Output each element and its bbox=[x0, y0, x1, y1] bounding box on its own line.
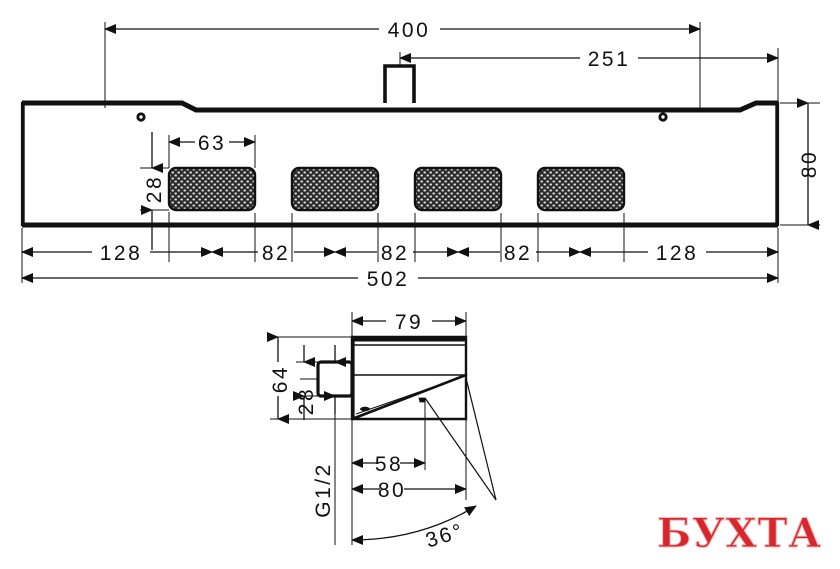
dim-28-side: 28 bbox=[293, 345, 318, 420]
dim-251: 251 bbox=[399, 48, 779, 71]
dim-251-label: 251 bbox=[588, 48, 631, 71]
dim-80-side-label: 80 bbox=[378, 479, 406, 502]
screw-hole-right bbox=[658, 112, 668, 122]
dim-28-side-label: 28 bbox=[295, 387, 318, 415]
dim-64: 64 bbox=[267, 332, 292, 424]
spray-angle-leaders bbox=[424, 377, 497, 501]
dim-63-label: 63 bbox=[198, 132, 226, 155]
side-view-body bbox=[350, 335, 468, 421]
thread-label-g12: G1/2 bbox=[312, 462, 335, 518]
dim-79: 79 bbox=[351, 311, 467, 334]
dim-chain-bottom: 128 82 82 82 128 bbox=[21, 242, 779, 265]
dim-28-front: 28 bbox=[141, 132, 166, 250]
dim-36-degree-label: 36° bbox=[423, 519, 467, 552]
dim-502: 502 bbox=[21, 268, 779, 291]
dim-80-height: 80 bbox=[797, 98, 821, 230]
dim-58-label: 58 bbox=[375, 453, 403, 476]
dim-82-1-label: 82 bbox=[262, 242, 290, 265]
dim-80-height-label: 80 bbox=[798, 150, 821, 178]
grille-4 bbox=[536, 166, 626, 212]
watermark-buhta: БУХТА bbox=[656, 510, 822, 558]
dim-128-left-label: 128 bbox=[100, 242, 143, 265]
dim-400: 400 bbox=[104, 19, 701, 42]
dim-28-front-label: 28 bbox=[143, 175, 166, 203]
screw-hole-left bbox=[136, 112, 146, 122]
dim-128-right-label: 128 bbox=[656, 242, 699, 265]
dim-400-label: 400 bbox=[388, 19, 431, 42]
dim-63: 63 bbox=[168, 132, 256, 155]
dim-58: 58 bbox=[351, 453, 426, 476]
dim-82-3-label: 82 bbox=[504, 242, 532, 265]
grille-2 bbox=[290, 166, 380, 212]
grille-3 bbox=[413, 166, 503, 212]
grille-1 bbox=[167, 166, 257, 212]
dim-36-degree: 36° bbox=[351, 505, 477, 553]
dim-502-label: 502 bbox=[367, 268, 410, 291]
dim-79-label: 79 bbox=[395, 311, 423, 334]
dim-82-2-label: 82 bbox=[381, 242, 409, 265]
top-mounting-tab bbox=[383, 64, 416, 103]
dim-80-side: 80 bbox=[351, 479, 467, 502]
dim-64-label: 64 bbox=[269, 365, 292, 393]
